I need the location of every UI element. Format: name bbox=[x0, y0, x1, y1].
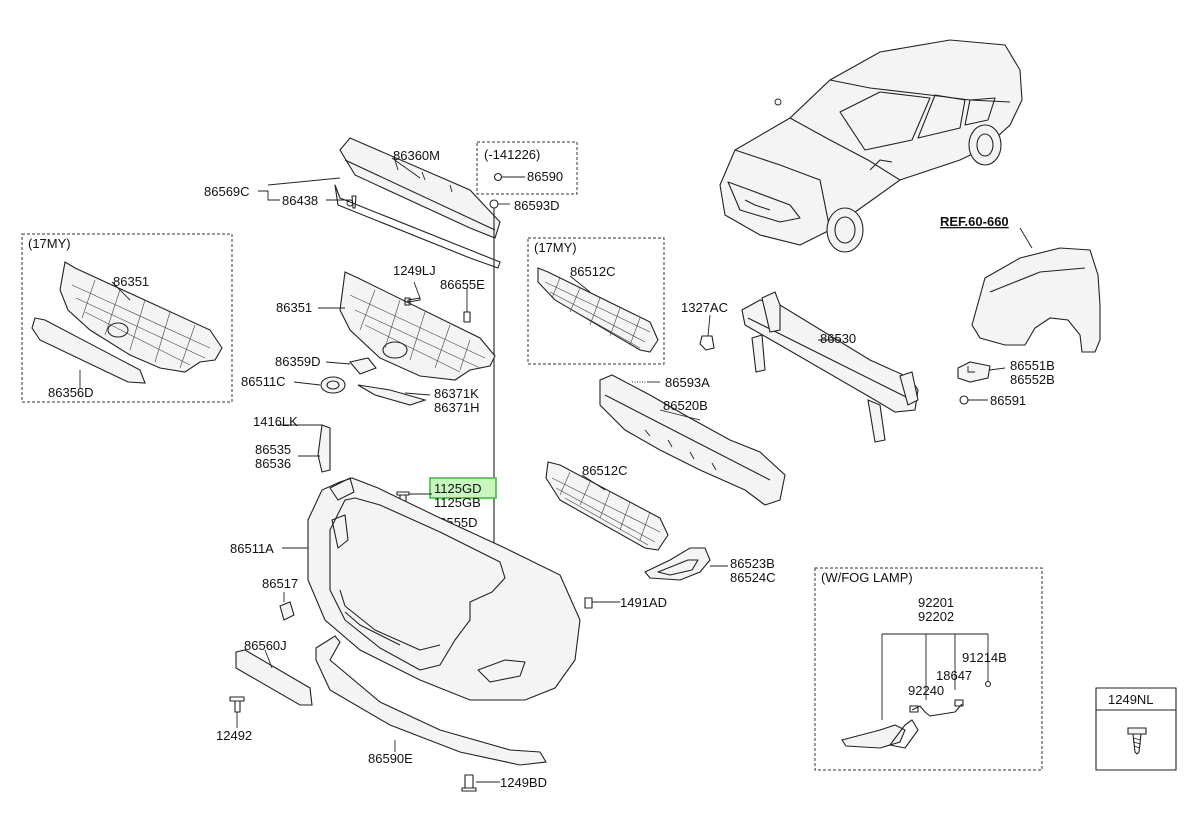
label-86359D[interactable]: 86359D bbox=[275, 354, 321, 369]
emblem-86511C bbox=[320, 376, 346, 394]
label-86517[interactable]: 86517 bbox=[262, 576, 298, 591]
label-86511A[interactable]: 86511A bbox=[230, 541, 274, 556]
label-12492[interactable]: 12492 bbox=[216, 728, 252, 743]
label-86520B[interactable]: 86520B bbox=[663, 398, 708, 413]
label-86512C-17my[interactable]: 86512C bbox=[570, 264, 616, 279]
label-91214B[interactable]: 91214B bbox=[962, 650, 1007, 665]
grille-86351-17my bbox=[59, 261, 223, 373]
label-86591[interactable]: 86591 bbox=[990, 393, 1026, 408]
label-86551B[interactable]: 86551B bbox=[1010, 358, 1055, 373]
screw-1249NL bbox=[1127, 727, 1147, 755]
label-1125GD[interactable]: 1125GD bbox=[434, 481, 481, 496]
label-86356D[interactable]: 86356D bbox=[48, 385, 94, 400]
label-86511C[interactable]: 86511C bbox=[241, 374, 286, 389]
fog-lamp-cover bbox=[841, 724, 906, 749]
fender-illustration: REF.60-660 bbox=[940, 214, 1101, 353]
label-86590[interactable]: 86590 bbox=[527, 169, 563, 184]
fender-bracket bbox=[957, 361, 991, 405]
label-1416LK[interactable]: 1416LK bbox=[253, 414, 298, 429]
label-86590E[interactable]: 86590E bbox=[368, 751, 413, 766]
absorber-86520B bbox=[599, 374, 786, 506]
clip-1491AD bbox=[584, 597, 593, 609]
cap-86517 bbox=[279, 601, 295, 621]
screw-12492 bbox=[229, 696, 245, 713]
bumper-cover-86511A bbox=[307, 477, 581, 701]
bracket-86535 bbox=[317, 424, 331, 473]
label-86524C[interactable]: 86524C bbox=[730, 570, 776, 585]
label-18647[interactable]: 18647 bbox=[936, 668, 972, 683]
ref-label[interactable]: REF.60-660 bbox=[940, 214, 1009, 229]
beam-86530 bbox=[741, 291, 919, 443]
label-86552B[interactable]: 86552B bbox=[1010, 372, 1055, 387]
lip-86590E bbox=[315, 635, 547, 766]
group-17my-left[interactable]: (17MY) bbox=[28, 236, 71, 251]
label-86438[interactable]: 86438 bbox=[282, 193, 318, 208]
garnish-86356D bbox=[31, 317, 146, 384]
group-date-code[interactable]: (-141226) bbox=[484, 147, 540, 162]
label-86593A[interactable]: 86593A bbox=[665, 375, 710, 390]
label-86560J[interactable]: 86560J bbox=[244, 638, 287, 653]
label-1249NL[interactable]: 1249NL bbox=[1108, 692, 1154, 707]
label-86512C[interactable]: 86512C bbox=[582, 463, 628, 478]
label-86523B[interactable]: 86523B bbox=[730, 556, 775, 571]
box-1249NL bbox=[1095, 687, 1177, 771]
highlight-1125GD[interactable] bbox=[429, 477, 497, 499]
label-86371K[interactable]: 86371K bbox=[434, 386, 479, 401]
label-86351-17my[interactable]: 86351 bbox=[113, 274, 149, 289]
nut-1327AC bbox=[699, 335, 715, 351]
grille-86512C-17my bbox=[537, 267, 659, 353]
bolt-1249BD bbox=[461, 774, 477, 792]
upper-stay-86360M bbox=[334, 137, 501, 269]
label-86536[interactable]: 86536 bbox=[255, 456, 291, 471]
label-86655E[interactable]: 86655E bbox=[440, 277, 485, 292]
label-86530[interactable]: 86530 bbox=[820, 331, 856, 346]
grille-86351 bbox=[339, 271, 496, 381]
bracket-86560J bbox=[235, 649, 313, 706]
label-86371H[interactable]: 86371H bbox=[434, 400, 480, 415]
part-86359D bbox=[348, 357, 377, 375]
label-1125GB[interactable]: 1125GB bbox=[434, 495, 481, 510]
label-1327AC[interactable]: 1327AC bbox=[681, 300, 728, 315]
molding-86371 bbox=[357, 384, 427, 406]
label-1491AD[interactable]: 1491AD bbox=[620, 595, 667, 610]
group-17my-mid[interactable]: (17MY) bbox=[534, 240, 577, 255]
group-box-17my-left bbox=[21, 233, 233, 403]
label-86569C[interactable]: 86569C bbox=[204, 184, 250, 199]
label-1249BD[interactable]: 1249BD bbox=[500, 775, 547, 790]
label-1249LJ[interactable]: 1249LJ bbox=[393, 263, 436, 278]
label-92201[interactable]: 92201 bbox=[918, 595, 954, 610]
group-box-17my-mid bbox=[527, 237, 665, 365]
label-86535[interactable]: 86535 bbox=[255, 442, 291, 457]
grille-86512C bbox=[545, 461, 669, 551]
label-92202[interactable]: 92202 bbox=[918, 609, 954, 624]
label-86351[interactable]: 86351 bbox=[276, 300, 312, 315]
group-fog-lamp[interactable]: (W/FOG LAMP) bbox=[821, 570, 913, 585]
label-86360M[interactable]: 86360M bbox=[393, 148, 440, 163]
label-92240[interactable]: 92240 bbox=[908, 683, 944, 698]
group-box-fog bbox=[814, 567, 1043, 771]
car-illustration bbox=[719, 39, 1023, 253]
group-box-date bbox=[476, 141, 578, 195]
label-86593D[interactable]: 86593D bbox=[514, 198, 560, 213]
